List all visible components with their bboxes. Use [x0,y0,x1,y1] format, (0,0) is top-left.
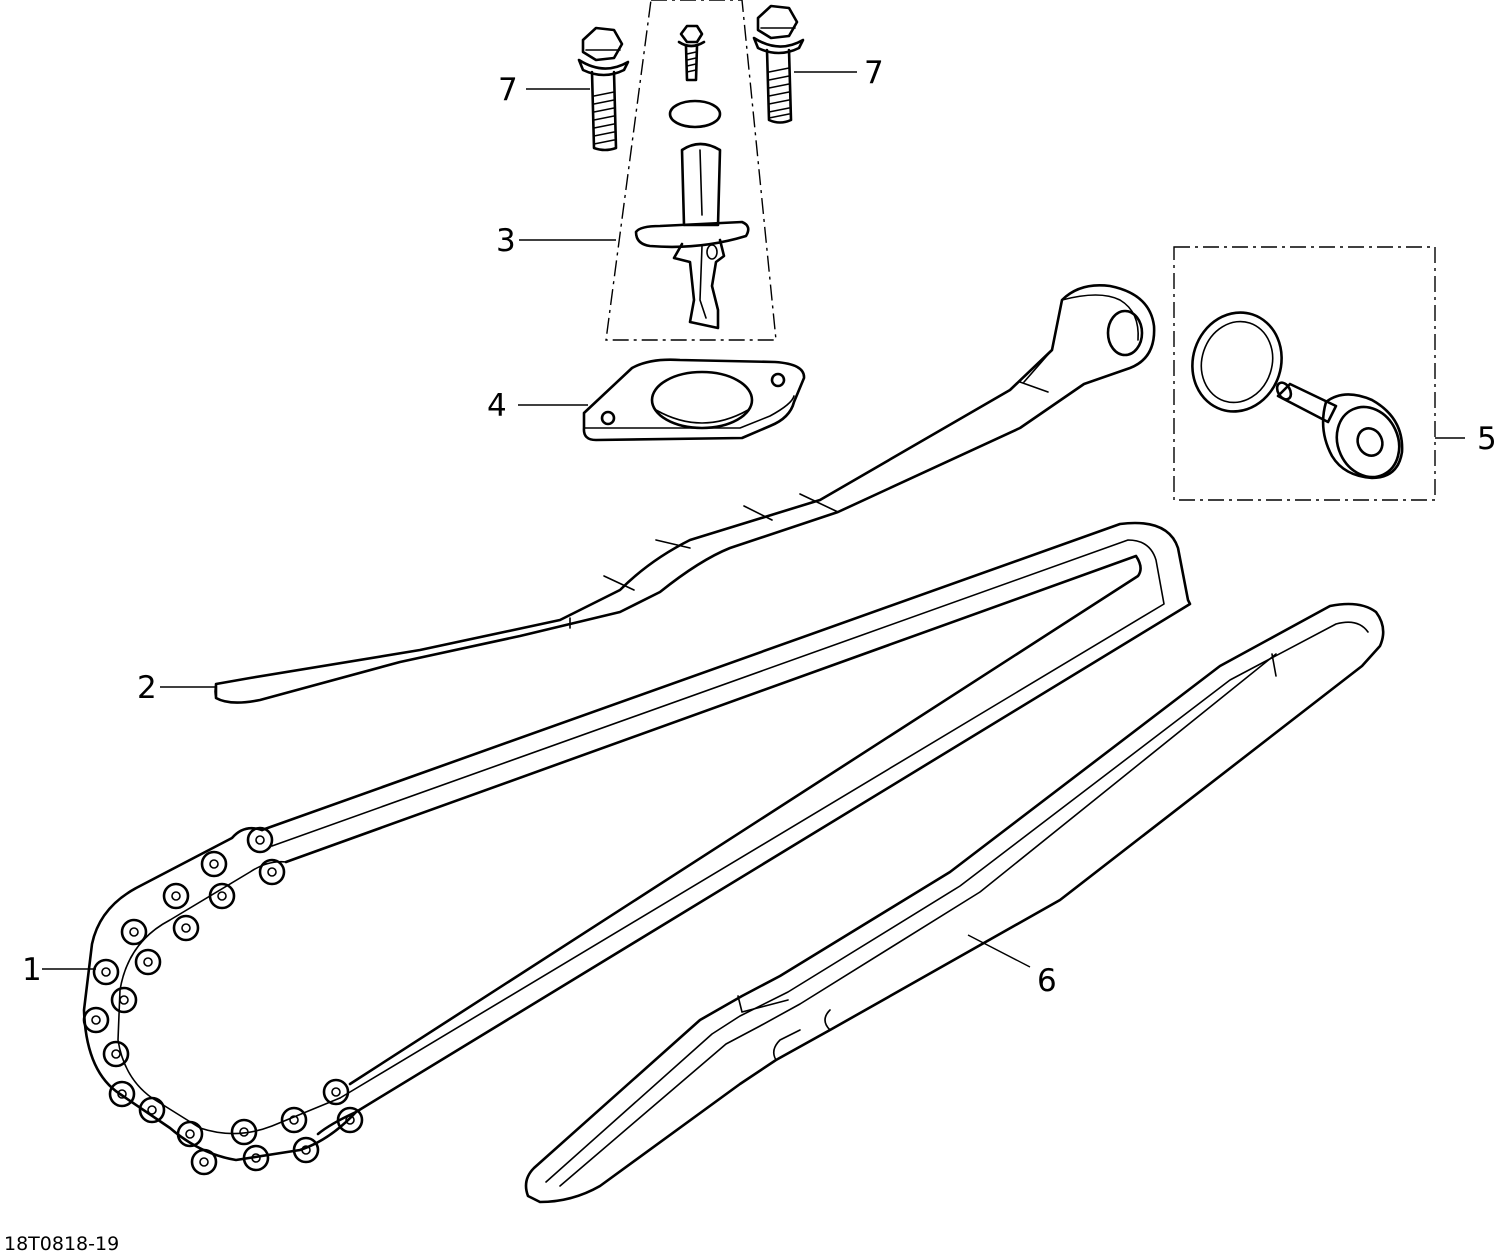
bolt-right [752,4,805,124]
leader-6 [967,934,1031,968]
callout-2: 2 [137,670,157,706]
tensioner-small-screw [677,24,706,82]
callout-5: 5 [1477,421,1497,457]
tensioner-washer [668,99,722,129]
tensioner-group-outline [605,0,777,341]
bolt-left [577,26,630,152]
o-ring [1191,311,1283,413]
timing-chain [82,521,1192,1176]
plug [1275,381,1404,480]
callout-7-left: 7 [498,72,518,108]
chain-guide [524,602,1385,1204]
plug-group-outline [1173,246,1436,501]
tensioner-guide [214,284,1156,704]
callout-1: 1 [22,952,42,988]
tensioner-body [634,142,750,330]
callout-4: 4 [487,388,507,424]
reference-code: 18T0818-19 [4,1233,119,1255]
callout-6: 6 [1037,963,1057,999]
callout-7-right: 7 [864,55,884,91]
callout-3: 3 [496,223,516,259]
gasket [582,358,806,442]
